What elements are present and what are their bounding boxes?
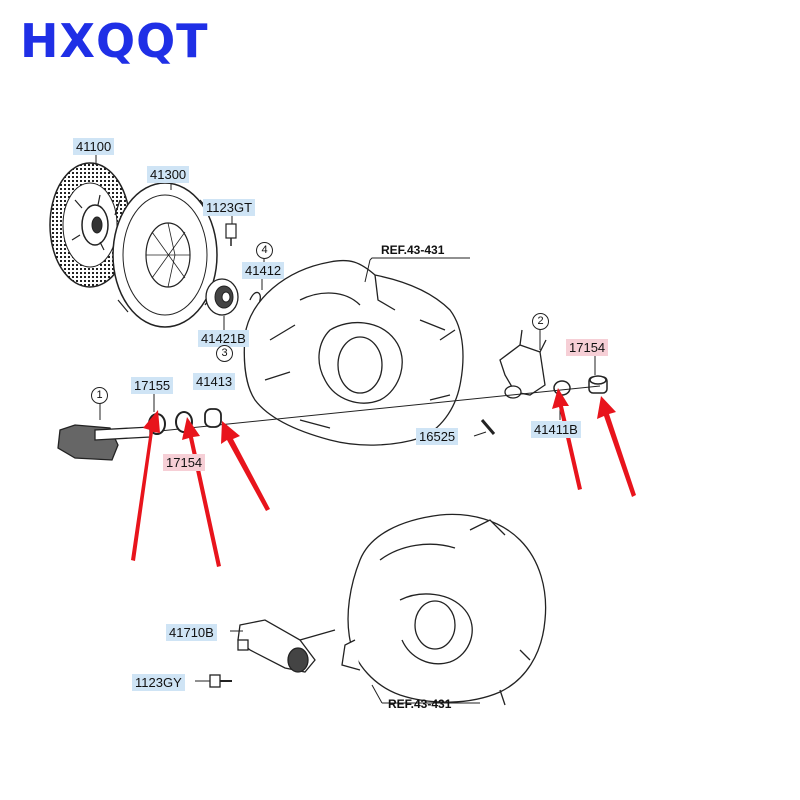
release-bearing [205,278,239,316]
part-label-1123gy: 1123GY [132,674,185,691]
part-label-17154-right: 17154 [566,339,609,356]
part-label-41412: 41412 [242,262,285,279]
bolt-1123gy [209,674,232,688]
part-label-41413: 41413 [193,373,236,390]
red-arrow [552,388,582,490]
callout-1: 1 [91,387,108,404]
slave-cylinder [237,619,336,673]
pressure-plate [112,182,218,328]
red-arrow [131,410,160,561]
part-label-41100: 41100 [73,138,115,155]
part-label-17155: 17155 [131,377,174,394]
reference-label-top: REF.43-431 [381,243,445,257]
release-fork [499,329,547,399]
part-label-41300: 41300 [147,166,190,183]
bolt-1123gt [225,223,237,246]
transmission-case-upper [243,259,464,446]
red-arrows [131,388,636,567]
brand-logo: HXQQT [20,14,209,68]
transmission-case-lower [341,513,547,706]
part-label-1123gt: 1123GT [203,199,256,216]
bushing-41411b [553,380,571,396]
part-label-16525: 16525 [416,428,459,445]
callout-2: 2 [532,313,549,330]
part-label-41421b: 41421B [198,330,249,347]
callout-4: 4 [256,242,273,259]
red-arrow [182,417,221,567]
red-arrow [597,396,636,497]
part-label-41411b: 41411B [531,421,581,438]
red-arrow [221,421,270,511]
bushing-17154-right [588,375,608,394]
part-label-17154-left: 17154 [163,454,206,471]
callout-3: 3 [216,345,233,362]
part-label-41710b: 41710B [166,624,217,641]
bushing-41413 [204,408,222,428]
bolt-16525 [480,419,496,435]
reference-label-bottom: REF.43-431 [388,697,452,711]
